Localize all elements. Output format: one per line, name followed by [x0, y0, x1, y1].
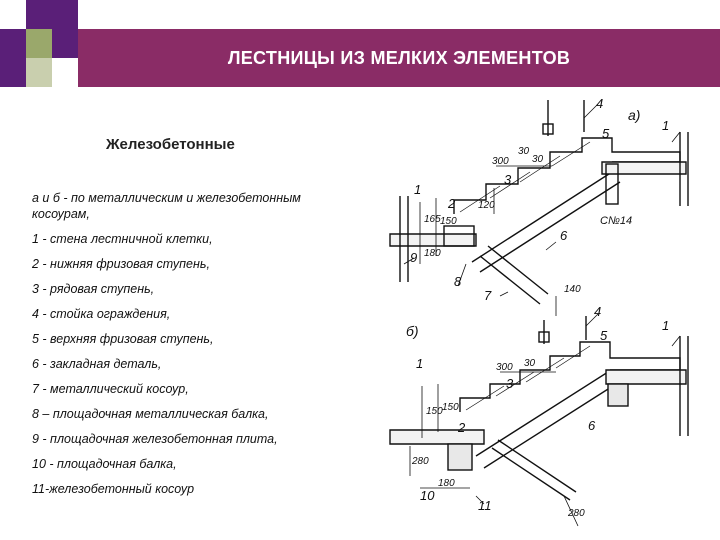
- steps: [453, 137, 681, 214]
- post: [547, 100, 585, 136]
- dim-label: 150: [442, 402, 459, 413]
- callout: 5: [600, 328, 608, 343]
- dim-label: 30: [532, 154, 544, 165]
- dim-label: 165: [424, 214, 441, 225]
- legend-list: а и б - по металлическим и железобетонны…: [32, 190, 332, 506]
- callout: 11: [478, 498, 492, 513]
- step-hatch: [465, 345, 591, 411]
- landing-top: [601, 161, 687, 175]
- stringer-lower: [479, 245, 549, 305]
- landing-slab: [389, 233, 477, 247]
- landing-top: [605, 369, 687, 385]
- stringer: [475, 371, 617, 469]
- dim-label: 180: [424, 248, 441, 259]
- callout: 2: [457, 420, 466, 435]
- callout: 9: [410, 250, 417, 265]
- dim-label: 30: [518, 146, 530, 157]
- callout: 6: [560, 228, 568, 243]
- step-hatch: [459, 141, 591, 213]
- decor-square-dark: [0, 58, 26, 87]
- callout: 8: [454, 274, 462, 289]
- dim-label: 120: [478, 200, 495, 211]
- stair-diagram: а) 1 2 3 4 5 6 7 8 9 1 300 30 30 150 165…: [389, 96, 689, 527]
- legend-item: 11-железобетонный косоур: [32, 482, 195, 496]
- callout: 7: [484, 288, 492, 303]
- post-base: [538, 331, 550, 343]
- callout: 1: [416, 356, 423, 371]
- diagram-b-label: б): [406, 323, 419, 339]
- legend-item: 6 - закладная деталь,: [32, 357, 162, 371]
- callout: 3: [504, 172, 512, 187]
- callout: 1: [662, 118, 669, 133]
- profile-label: C№14: [600, 215, 632, 227]
- stringer-lower: [491, 439, 577, 501]
- landing-slab: [389, 429, 485, 445]
- stringer: [471, 171, 621, 273]
- dim-label: 300: [492, 156, 509, 167]
- dim-label: 300: [496, 362, 513, 373]
- diagram-a-label: а): [628, 107, 640, 123]
- post: [543, 316, 587, 344]
- beam: [605, 163, 619, 205]
- callout: 3: [506, 376, 514, 391]
- leaders: [403, 103, 681, 297]
- dim-label: 140: [564, 284, 581, 295]
- diagram-a: [389, 100, 689, 316]
- beam-bottom: [443, 225, 475, 247]
- landing-beam-top: [607, 383, 629, 407]
- dim-label: 180: [438, 478, 455, 489]
- wall-left: [399, 196, 409, 282]
- legend-item: 8 – площадочная металлическая балка,: [32, 407, 269, 421]
- wall-right: [679, 336, 689, 436]
- legend-item: 3 - рядовая ступень,: [32, 282, 155, 296]
- callout: 2: [447, 196, 456, 211]
- steps: [459, 341, 681, 412]
- callout: 6: [588, 418, 596, 433]
- decor-square-dark: [26, 0, 78, 29]
- slide-title: ЛЕСТНИЦЫ ИЗ МЕЛКИХ ЭЛЕМЕНТОВ: [227, 48, 571, 68]
- leaders: [475, 313, 681, 505]
- legend-item: 2 - нижняя фризовая ступень,: [32, 257, 210, 271]
- legend-item: 5 - верхняя фризовая ступень,: [32, 332, 214, 346]
- decor-square-dark: [0, 29, 26, 58]
- callout: 4: [594, 304, 601, 319]
- callout: 10: [420, 488, 435, 503]
- decor-square-olive: [26, 29, 52, 58]
- callout: 5: [602, 126, 610, 141]
- dim-label: 150: [440, 216, 457, 227]
- legend-item: 7 - металлический косоур,: [32, 382, 189, 396]
- post-base: [542, 123, 554, 135]
- decor-square-light: [26, 58, 52, 87]
- legend-item: 4 - стойка ограждения,: [32, 307, 171, 321]
- title-bar: [78, 29, 720, 87]
- wall-right: [679, 132, 689, 206]
- dim-label: 280: [411, 456, 429, 467]
- dim-label: 150: [426, 406, 443, 417]
- slide-subtitle: Железобетонные: [106, 136, 235, 153]
- landing-beam: [447, 443, 473, 471]
- legend-item: 1 - стена лестничной клетки,: [32, 232, 213, 246]
- dim-label: 30: [524, 358, 536, 369]
- legend-item: а и б - по металлическим и железобетонны…: [32, 191, 301, 221]
- callout: 1: [662, 318, 669, 333]
- dim-lines: [409, 371, 579, 527]
- callout: 1: [414, 182, 421, 197]
- dim-lines: [419, 165, 557, 316]
- legend-item: 9 - площадочная железобетонная плита,: [32, 432, 278, 446]
- dim-label: 280: [567, 508, 585, 519]
- callout: 4: [596, 96, 603, 111]
- decor-square-dark: [52, 29, 78, 58]
- legend-item: 10 - площадочная балка,: [32, 457, 177, 471]
- diagram-b: [389, 313, 689, 527]
